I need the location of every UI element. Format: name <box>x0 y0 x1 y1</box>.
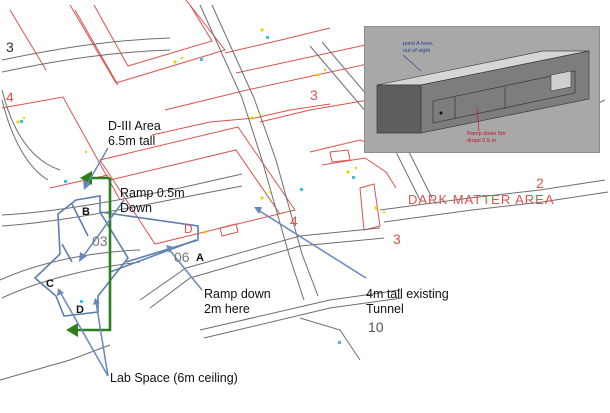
ramp-short-line2: Down <box>120 201 152 215</box>
map-number: 03 <box>92 233 108 249</box>
dark-matter-area-label: DARK MATTER AREA <box>408 192 555 207</box>
pointer-head-lab-c <box>57 288 64 296</box>
map-number: 2 <box>536 175 544 191</box>
inset-3d-model: point A here, out of sight Ramp down 5m … <box>364 26 600 153</box>
pointer-lines <box>59 147 367 377</box>
map-number: 10 <box>368 319 384 335</box>
model-point-marker <box>439 111 443 115</box>
tunnel-line1: 4m tall existing <box>366 287 449 301</box>
pointer-head-ramp-down <box>166 245 174 253</box>
d3-area-annotation: D-III Area 6.5m tall <box>108 119 161 149</box>
inset-pointer-a <box>402 54 422 72</box>
model-cutout <box>432 70 576 124</box>
yellow-markers <box>16 28 386 234</box>
point-label-c: C <box>46 278 54 290</box>
d3-area-line2: 6.5m tall <box>108 134 156 148</box>
inset-ramp-line1: Ramp down 5m <box>467 131 506 137</box>
inset-point-a-line1: point A here, <box>403 41 434 47</box>
model-end-face <box>376 84 422 134</box>
inset-drawing <box>376 50 590 134</box>
cyan-markers <box>20 36 355 344</box>
map-number: 3 <box>310 87 318 103</box>
point-label-b: B <box>82 206 90 218</box>
tunnel-line2: Tunnel <box>366 302 404 316</box>
inset-pointer-ramp <box>476 106 480 132</box>
ramp-long-line2: 2m here <box>204 302 250 316</box>
map-number: 4 <box>290 213 298 229</box>
green-arrowhead-bottom <box>66 323 78 337</box>
map-number: 3 <box>393 231 401 247</box>
model-window <box>550 70 572 92</box>
inset-ramp-line2: drops 0.5 m <box>467 138 497 144</box>
pointer-head-d3 <box>83 180 91 190</box>
inset-point-a-line2: out of sight <box>403 48 430 54</box>
map-number: 06 <box>174 249 190 265</box>
red-outlines <box>1 0 397 245</box>
ramp-long-line1: Ramp down <box>204 287 271 301</box>
map-number: 4 <box>6 89 14 105</box>
pointer-head-lab-d <box>93 298 100 305</box>
ramp-short-line1: Ramp 0.5m <box>120 186 185 200</box>
inset-ramp-note: Ramp down 5m drops 0.5 m <box>467 131 506 145</box>
map-number: 3 <box>6 39 14 55</box>
pointer-head-tunnel <box>254 207 262 214</box>
tunnel-annotation: 4m tall existing Tunnel <box>366 287 449 317</box>
inset-point-a-note: point A here, out of sight <box>403 41 434 55</box>
point-label-a: A <box>196 252 204 264</box>
ramp-long-annotation: Ramp down 2m here <box>204 287 271 317</box>
point-label-d: D <box>76 304 84 316</box>
d3-area-line1: D-III Area <box>108 119 161 133</box>
pointer-head-ramp <box>79 252 87 262</box>
ramp-short-annotation: Ramp 0.5m Down <box>120 186 185 216</box>
lab-outline <box>33 195 199 317</box>
model-cutout-dividers <box>454 87 506 119</box>
lab-space-annotation: Lab Space (6m ceiling) <box>110 371 238 385</box>
map-letter: D <box>184 222 193 236</box>
